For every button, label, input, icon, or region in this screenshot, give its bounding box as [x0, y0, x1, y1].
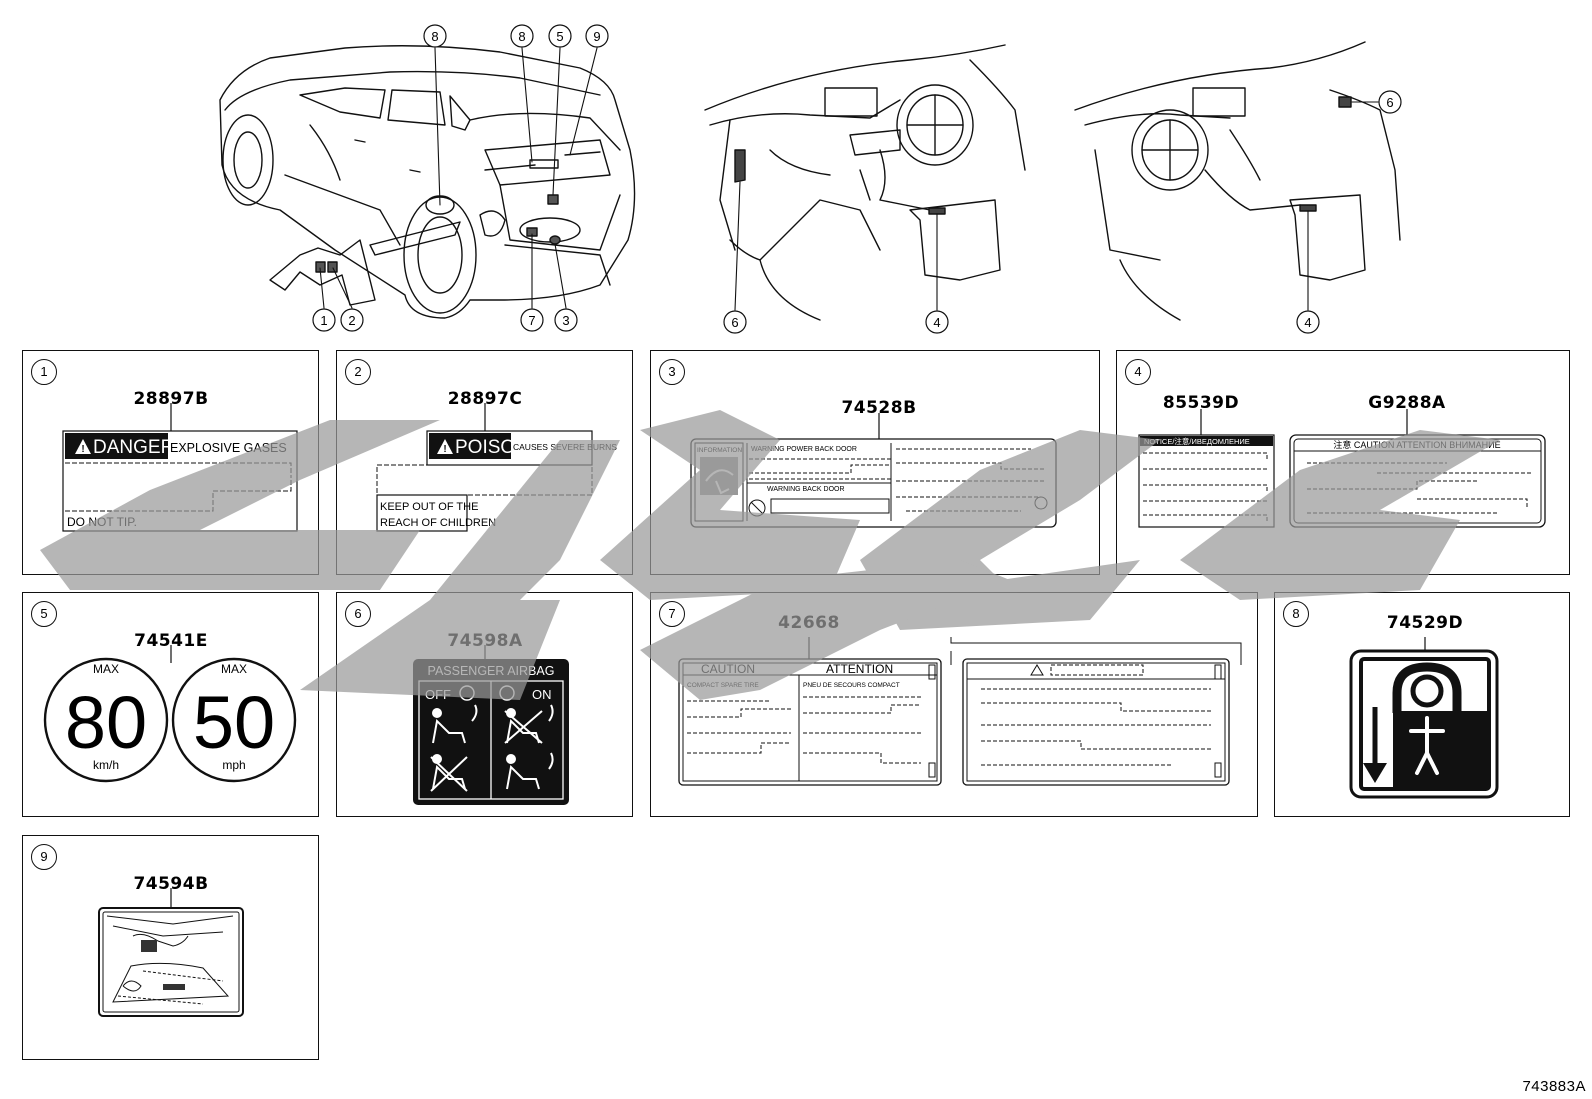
part-number-85539D: 85539D — [1162, 393, 1240, 413]
panel-number: 4 — [1125, 359, 1151, 385]
panel-3-back-door-label: INFORMATION WARNING POWER BACK DOOR WARN… — [650, 350, 1100, 575]
callout-4-rhd: 4 — [925, 310, 949, 334]
svg-text:7: 7 — [528, 313, 535, 328]
callout-5: 5 — [548, 24, 572, 48]
panel-2-battery-poison-label: ! POISON CAUSES SEVERE BURNS KEEP OUT OF… — [336, 350, 633, 575]
panel-number: 8 — [1283, 601, 1309, 627]
do-not-tip-text: DO NOT TIP. — [67, 515, 137, 529]
compact-spare-text: COMPACT SPARE TIRE — [687, 682, 759, 689]
callout-1: 1 — [312, 308, 336, 332]
svg-text:1: 1 — [320, 313, 327, 328]
panel-number: 3 — [659, 359, 685, 385]
part-number: 74598A — [447, 631, 523, 651]
svg-text:5: 5 — [556, 29, 563, 44]
svg-text:!: ! — [81, 444, 84, 455]
danger-text: DANGER — [93, 437, 174, 458]
passenger-airbag-text: PASSENGER AIRBAG — [428, 664, 555, 678]
speed-kmh-value: 80 — [65, 681, 147, 764]
dashboard-lhd-drawing — [1074, 41, 1401, 321]
max-text-kmh: MAX — [93, 662, 119, 676]
callout-2: 2 — [340, 308, 364, 332]
overview-illustrations: 8 8 5 9 1 2 7 3 6 4 6 4 — [219, 24, 1402, 334]
callout-6-lhd: 6 — [1378, 90, 1402, 114]
panel-9-jack-location-label: 9 74594B — [22, 835, 319, 1060]
panel-4-console-labels: NOTICE/注意/ИВЕДОМЛЕНИЕ 注意 CAUTION ATTENTI… — [1116, 350, 1570, 575]
information-text: INFORMATION — [697, 447, 742, 454]
part-number: 28897C — [447, 389, 523, 409]
callout-label: 8 — [431, 29, 438, 44]
speed-mph-value: 50 — [193, 681, 275, 764]
svg-text:3: 3 — [562, 313, 569, 328]
callout-7: 7 — [520, 308, 544, 332]
panel-7-spare-tire-label: CAUTION ATTENTION COMPACT SPARE TIRE PNE… — [650, 592, 1258, 817]
part-number: 74541E — [134, 631, 208, 651]
panel-number: 9 — [31, 844, 57, 870]
part-number: 42668 — [778, 613, 840, 633]
panel-1-battery-danger-label: ! DANGER EXPLOSIVE GASES DO NOT TIP. 1 2… — [22, 350, 319, 575]
kmh-unit: km/h — [93, 758, 119, 772]
explosive-gases-text: EXPLOSIVE GASES — [170, 441, 287, 455]
part-number: 74594B — [133, 874, 209, 894]
car-rear-view-drawing — [219, 45, 636, 319]
svg-text:6: 6 — [1386, 95, 1393, 110]
panel-5-speed-label: MAX 80 km/h MAX 50 mph 5 74541E — [22, 592, 319, 817]
svg-text:9: 9 — [593, 29, 600, 44]
warning-back-door-text: WARNING BACK DOOR — [767, 486, 845, 493]
panel-6-airbag-label: PASSENGER AIRBAG OFF ON 6 74598A — [336, 592, 633, 817]
warning-power-door-text: WARNING POWER BACK DOOR — [751, 446, 857, 453]
keep-out-text-1: KEEP OUT OF THE — [380, 501, 478, 513]
panel-number: 6 — [345, 601, 371, 627]
notice-text: NOTICE/注意/ИВЕДОМЛЕНИЕ — [1144, 436, 1250, 446]
callout-9: 9 — [585, 24, 609, 48]
part-number: 74529D — [1386, 613, 1464, 633]
mph-unit: mph — [222, 758, 245, 772]
keep-out-text-2: REACH OF CHILDREN — [380, 517, 496, 529]
max-text-mph: MAX — [221, 662, 247, 676]
caution-multilang-text: 注意 CAUTION ATTENTION ВНИМАНИЕ — [1333, 439, 1500, 450]
pneu-secours-text: PNEU DE SECOURS COMPACT — [803, 682, 900, 689]
seat-icons — [430, 704, 554, 792]
drawing-code: 743883A — [1522, 1078, 1586, 1095]
attention-text: ATTENTION — [826, 662, 893, 676]
panel-number: 5 — [31, 601, 57, 627]
caution-text: CAUTION — [701, 662, 755, 676]
panel-number: 2 — [345, 359, 371, 385]
callout-8b: 8 — [510, 24, 534, 48]
part-number-G9288A: G9288A — [1368, 393, 1446, 413]
callout-8a: 8 — [423, 24, 447, 48]
child-icon — [1409, 716, 1445, 775]
panel-8-child-lock-label: 8 74529D — [1274, 592, 1570, 817]
severe-burns-text: CAUSES SEVERE BURNS — [513, 442, 617, 452]
panel-number: 1 — [31, 359, 57, 385]
svg-text:6: 6 — [731, 315, 738, 330]
part-number: 28897B — [133, 389, 209, 409]
callout-3: 3 — [554, 308, 578, 332]
callout-6-rhd: 6 — [723, 310, 747, 334]
svg-text:4: 4 — [1304, 315, 1311, 330]
svg-text:4: 4 — [933, 315, 940, 330]
svg-text:8: 8 — [518, 29, 525, 44]
svg-text:!: ! — [443, 444, 446, 455]
off-text: OFF — [425, 687, 451, 702]
on-text: ON — [532, 687, 552, 702]
panel-number: 7 — [659, 601, 685, 627]
dashboard-rhd-drawing — [704, 44, 1026, 321]
svg-text:2: 2 — [348, 313, 355, 328]
part-number: 74528B — [841, 398, 917, 418]
callout-4-lhd: 4 — [1296, 310, 1320, 334]
